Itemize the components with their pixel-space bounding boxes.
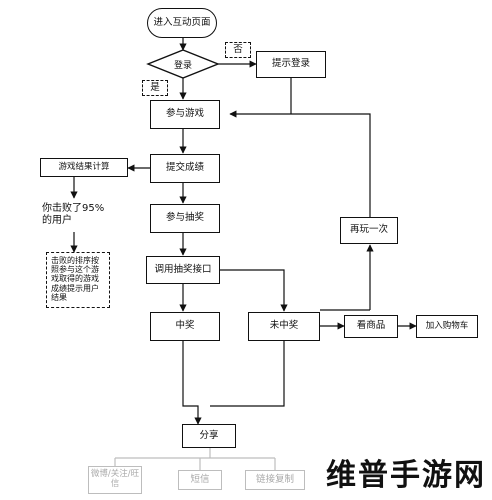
share-weibo-node: 微博/关注/旺信 [88,466,142,494]
view-products-label: 看商品 [356,320,386,332]
lose-node: 未中奖 [248,312,320,341]
share-node: 分享 [182,424,236,448]
start-node-label: 进入互动页面 [153,16,211,28]
yes-branch-label: 是 [142,80,168,96]
login-decision-label: 登录 [173,61,192,71]
result-calc-label: 游戏结果计算 [58,161,110,172]
submit-score-node: 提交成绩 [150,154,220,183]
play-again-node: 再玩一次 [340,217,398,244]
yes-branch-text: 是 [150,81,160,93]
submit-score-label: 提交成绩 [165,162,204,174]
share-copy-link-node: 链接复制 [245,470,305,490]
no-branch-label: 否 [225,42,251,58]
no-branch-text: 否 [233,43,243,55]
share-sms-node: 短信 [178,470,222,490]
play-again-label: 再玩一次 [349,224,388,236]
join-lottery-label: 参与抽奖 [165,212,204,224]
arrow-win-to-share [182,341,202,425]
join-game-node: 参与游戏 [150,100,220,129]
start-node: 进入互动页面 [147,8,217,38]
add-to-cart-node: 加入购物车 [416,315,478,338]
arrow-play-again-to-join [229,110,371,217]
call-lottery-api-node: 调用抽奖接口 [146,256,220,284]
beat-percent-text: 你击败了95%的用户 [42,203,105,226]
join-game-label: 参与游戏 [165,108,204,120]
add-to-cart-label: 加入购物车 [425,320,469,331]
view-products-node: 看商品 [344,315,398,338]
win-node: 中奖 [150,312,220,341]
share-weibo-label: 微博/关注/旺信 [90,469,140,489]
call-lottery-api-label: 调用抽奖接口 [154,263,212,275]
share-copy-link-label: 链接复制 [255,473,294,485]
join-lottery-node: 参与抽奖 [150,204,220,233]
share-sms-label: 短信 [190,473,210,485]
ranking-note: 击败的排序按照参与这个游戏取得的游戏成绩提示用户结果 [46,252,110,308]
prompt-login-node: 提示登录 [256,51,326,78]
login-decision-diamond [146,49,220,79]
prompt-login-label: 提示登录 [271,58,310,70]
line-lose-to-share [210,341,285,407]
lose-label: 未中奖 [269,320,299,332]
result-calc-node: 游戏结果计算 [40,158,128,177]
win-label: 中奖 [175,320,195,332]
site-watermark: 维普手游网 [326,458,486,493]
arrow-api-to-lose [220,269,288,312]
share-label: 分享 [199,429,219,441]
